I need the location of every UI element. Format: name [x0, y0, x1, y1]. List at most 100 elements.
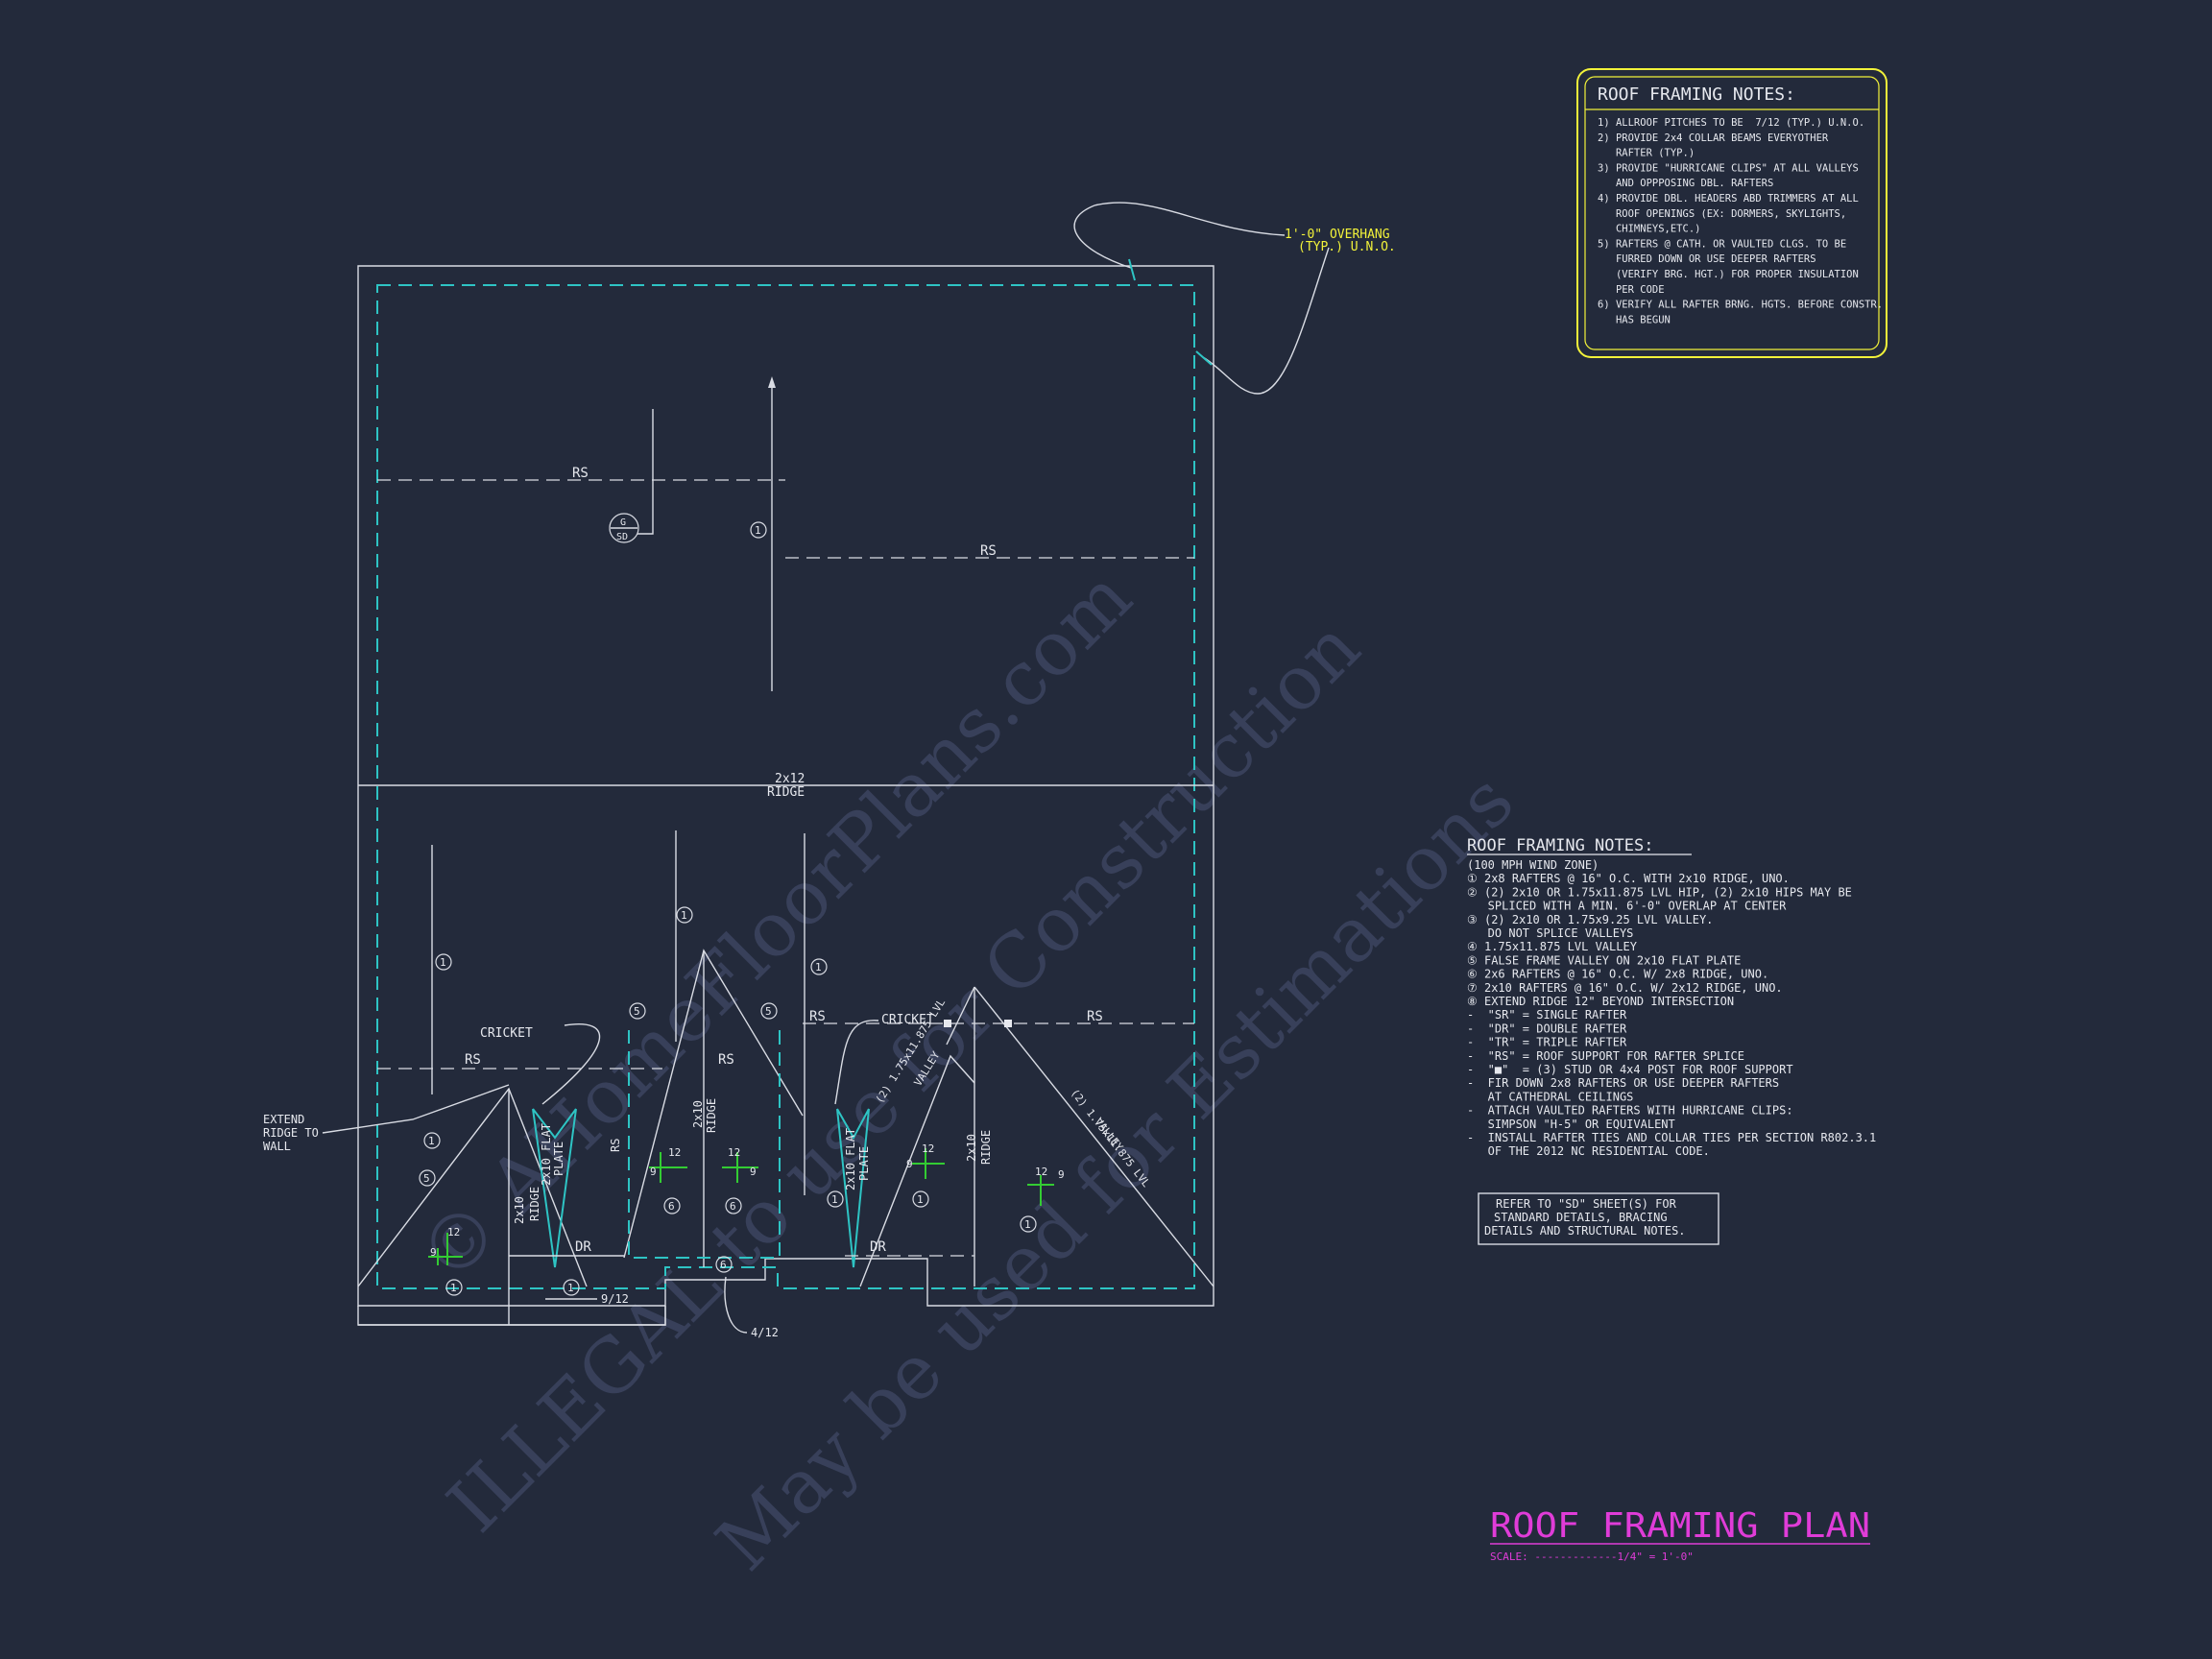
callout-circle	[423, 1132, 441, 1149]
ridge-left-label: RIDGE	[528, 1187, 541, 1221]
notes-box-line-3: RAFTER (TYP.)	[1598, 148, 1695, 159]
callout-text: 1	[917, 1193, 924, 1206]
callout-text: 1	[831, 1193, 838, 1206]
dr-label-left: DR	[575, 1239, 591, 1255]
legend-line-1: (100 MPH WIND ZONE)	[1467, 858, 1599, 872]
notes-box-line-2: 2) PROVIDE 2x4 COLLAR BEAMS EVERYOTHER	[1598, 132, 1829, 144]
notes-box-line-10: FURRED DOWN OR USE DEEPER RAFTERS	[1598, 253, 1816, 265]
callout-1-circle	[750, 521, 767, 539]
notes-box-line-9: 5) RAFTERS @ CATH. OR VAULTED CLGS. TO B…	[1598, 238, 1846, 250]
rs-vertical: RS	[609, 1139, 622, 1152]
legend-line-17: - FIR DOWN 2x8 RAFTERS OR USE DEEPER RAF…	[1467, 1076, 1779, 1090]
rs-label-1: RS	[572, 466, 589, 481]
pitch-cross-4	[912, 1148, 945, 1179]
ridge-label: RIDGE	[767, 785, 805, 800]
callout-text: 6	[668, 1200, 675, 1213]
sd-sd: SD	[616, 532, 628, 542]
callouts: 1 1 1 5 5 5 1 1 1 6 6 6 1 1	[419, 906, 1037, 1296]
legend-lines: (100 MPH WIND ZONE)① 2x8 RAFTERS @ 16" O…	[1467, 858, 1876, 1158]
pitch-4-rise: 12	[922, 1142, 934, 1155]
legend-line-19: - ATTACH VAULTED RAFTERS WITH HURRICANE …	[1467, 1104, 1793, 1118]
pitch-cross-5	[1027, 1175, 1054, 1206]
callout-text: 5	[634, 1005, 640, 1018]
flat-plate-right	[836, 1108, 870, 1268]
legend-line-7: ④ 1.75x11.875 LVL VALLEY	[1467, 940, 1638, 953]
notes-box-line-8: CHIMNEYS,ETC.)	[1598, 224, 1700, 235]
pitch-cross-1	[428, 1233, 463, 1265]
legend-line-21: - INSTALL RAFTER TIES AND COLLAR TIES PE…	[1467, 1131, 1876, 1144]
sd-g: G	[620, 517, 626, 528]
legend-line-20: SIMPSON "H-5" OR EQUIVALENT	[1467, 1118, 1675, 1131]
notes-box-line-14: HAS BEGUN	[1598, 314, 1671, 325]
pitch-9-12: 9/12	[601, 1292, 629, 1306]
legend-line-15: - "RS" = ROOF SUPPORT FOR RAFTER SPLICE	[1467, 1049, 1744, 1063]
ridge-size-label: 2x12	[775, 772, 805, 786]
pitch-5-rise: 12	[1035, 1166, 1047, 1178]
pitch-3-rise: 12	[728, 1146, 740, 1159]
callout-circle	[725, 1197, 742, 1214]
pitch-1-run: 9	[430, 1246, 437, 1259]
callout-text: 1	[450, 1282, 457, 1294]
legend-line-12: - "SR" = SINGLE RAFTER	[1467, 1008, 1627, 1022]
overhang-leader-1	[1073, 202, 1286, 269]
legend-line-2: ① 2x8 RAFTERS @ 16" O.C. WITH 2x10 RIDGE…	[1467, 872, 1790, 885]
post-marker-1	[944, 1020, 951, 1027]
callout-circle	[445, 1279, 463, 1296]
callout-circle	[810, 958, 828, 975]
legend-line-11: ⑧ EXTEND RIDGE 12" BEYOND INTERSECTION	[1467, 995, 1734, 1008]
callout-circle	[1020, 1215, 1037, 1233]
notes-box-title: ROOF FRAMING NOTES:	[1598, 84, 1795, 105]
extend-line-3: WALL	[263, 1140, 291, 1153]
refer-box-frame	[1478, 1192, 1719, 1245]
refer-box: REFER TO "SD" SHEET(S) FOR STANDARD DETA…	[1478, 1192, 1719, 1245]
refer-line-2: STANDARD DETAILS, BRACING	[1494, 1211, 1668, 1224]
legend-line-9: ⑥ 2x6 RAFTERS @ 16" O.C. W/ 2x8 RIDGE, U…	[1467, 968, 1768, 981]
eave-line	[376, 284, 1195, 1289]
flat-plate-left-a: 2x10 FLAT	[540, 1123, 553, 1186]
callout-circle	[663, 1197, 681, 1214]
callout-1-text: 1	[755, 524, 761, 537]
legend-line-5: ③ (2) 2x10 OR 1.75x9.25 LVL VALLEY.	[1467, 913, 1713, 926]
callout-circle	[760, 1002, 778, 1020]
plan-scale: SCALE: -------------1/4" = 1'-0"	[1490, 1551, 1694, 1563]
building-outline-lower	[357, 1306, 666, 1326]
legend-line-6: DO NOT SPLICE VALLEYS	[1467, 926, 1633, 940]
callout-circle	[715, 1256, 733, 1273]
legend-line-8: ⑤ FALSE FRAME VALLEY ON 2x10 FLAT PLATE	[1467, 953, 1741, 967]
sd-symbol	[609, 513, 639, 543]
notes-box-line-12: PER CODE	[1598, 284, 1665, 296]
pitch-3-run: 9	[750, 1166, 757, 1178]
flat-plate-left	[532, 1108, 577, 1268]
roof-plan: 2x12 RIDGE RS RS 1 G SD	[263, 202, 1330, 1339]
callout-circle	[419, 1169, 436, 1187]
gable-center-right	[859, 1054, 975, 1287]
notes-box-line-13: 6) VERIFY ALL RAFTER BRNG. HGTS. BEFORE …	[1598, 300, 1883, 311]
arrow-head	[768, 376, 776, 388]
overhang-note-1: 1'-0" OVERHANG	[1285, 228, 1390, 242]
rs-label-5: RS	[809, 1009, 826, 1024]
callout-circle	[435, 953, 452, 971]
callout-text: 1	[1024, 1218, 1031, 1231]
flat-plate-right-a: 2x10 FLAT	[844, 1128, 857, 1190]
legend: ROOF FRAMING NOTES: (100 MPH WIND ZONE)①…	[1467, 836, 1876, 1158]
legend-title: ROOF FRAMING NOTES:	[1467, 836, 1653, 855]
callout-text: 1	[428, 1135, 435, 1147]
notes-box-line-5: AND OPPPOSING DBL. RAFTERS	[1598, 178, 1773, 189]
ridge-left-size: 2x10	[513, 1196, 526, 1224]
cricket-leader-right	[834, 1020, 879, 1105]
notes-box-lines: 1) ALLROOF PITCHES TO BE 7/12 (TYP.) U.N…	[1598, 117, 1883, 325]
plan-title: ROOF FRAMING PLAN	[1490, 1506, 1870, 1546]
notes-box-outer	[1576, 68, 1887, 358]
center-valley-ticks	[628, 1030, 781, 1043]
sd-leader	[637, 409, 654, 535]
legend-line-16: - "■" = (3) STUD OR 4x4 POST FOR ROOF SU…	[1467, 1063, 1793, 1076]
notes-box-line-6: 4) PROVIDE DBL. HEADERS ABD TRIMMERS AT …	[1598, 193, 1859, 204]
notes-box-line-1: 1) ALLROOF PITCHES TO BE 7/12 (TYP.) U.N…	[1598, 117, 1864, 129]
flat-plate-left-b: PLATE	[552, 1142, 565, 1176]
title-block: ROOF FRAMING PLAN SCALE: -------------1/…	[1490, 1506, 1870, 1563]
notes-box-line-11: (VERIFY BRG. HGT.) FOR PROPER INSULATION	[1598, 269, 1859, 280]
legend-line-18: AT CATHEDRAL CEILINGS	[1467, 1090, 1633, 1103]
ridge-right-size: 2x10	[965, 1134, 978, 1162]
cricket-label-left: CRICKET	[480, 1026, 533, 1041]
